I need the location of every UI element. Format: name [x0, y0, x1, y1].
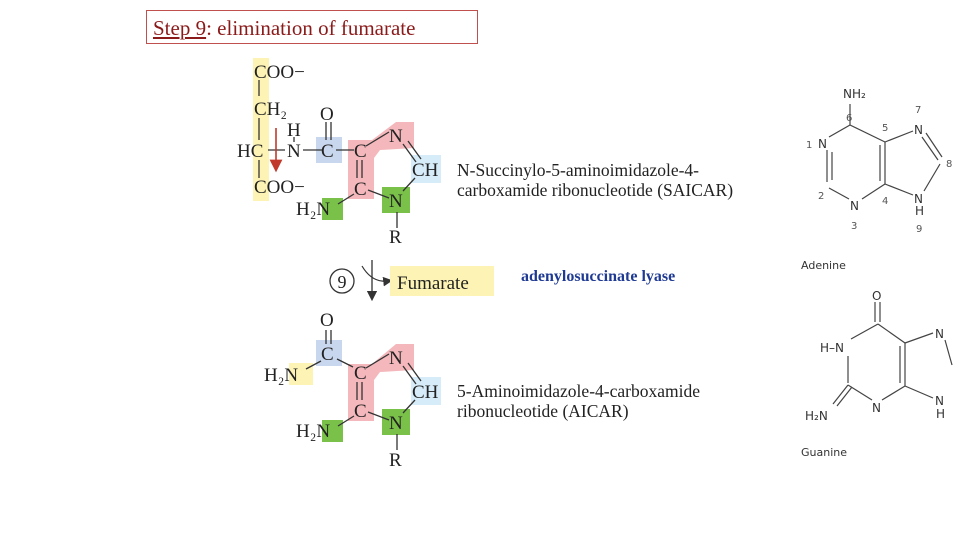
guanine-h2n: H₂N [805, 409, 828, 423]
saicar-r: R [389, 227, 402, 248]
aicar-o: O [320, 310, 334, 331]
aicar-c-ring2: C [354, 401, 367, 422]
reaction-step: 9 Fumarate [329, 260, 494, 302]
aicar-ring-highlight [348, 344, 414, 421]
fumarate-label: Fumarate [397, 273, 469, 294]
adenine-num3: 3 [851, 221, 857, 232]
saicar-ch2: CH₂ [254, 99, 287, 120]
saicar-h2n: H₂N [296, 199, 330, 220]
guanine-nh: N [935, 394, 944, 408]
byproduct-arrow [361, 265, 393, 287]
slide-title: Step 9: elimination of fumarate [146, 10, 478, 44]
adenine-num4: 4 [882, 196, 888, 207]
fumarate-highlight [390, 266, 494, 296]
saicar-o: O [320, 104, 334, 125]
guanine-n-ring: N [872, 401, 881, 415]
saicar-c-ring2: C [354, 179, 367, 200]
step-number: 9 [338, 272, 347, 292]
title-text: : elimination of fumarate [206, 16, 416, 40]
adenine-caption: Adenine [801, 259, 846, 272]
saicar-coo-top: COO− [254, 62, 305, 83]
adenine-num2: 2 [818, 191, 824, 202]
adenine-n9: N [914, 192, 923, 206]
aicar-n-ring-highlight [382, 409, 410, 435]
saicar-n-amide: N [287, 141, 301, 162]
aicar-name-line2: ribonucleotide (AICAR) [457, 401, 629, 421]
saicar-name-line1: N-Succinylo-5-aminoimidazole-4- [457, 160, 699, 180]
enzyme-label: adenylosuccinate lyase [521, 268, 676, 285]
adenine-num7: 7 [915, 105, 921, 116]
aicar-c-carbonyl: C [321, 344, 334, 365]
adenine-num6: 6 [846, 113, 852, 124]
saicar-n-ring2: N [389, 191, 403, 212]
aicar-h2n-amide: H₂N [264, 365, 298, 386]
adenine-num5: 5 [882, 123, 888, 134]
n-ring-highlight [382, 187, 410, 213]
ch-highlight [411, 155, 441, 183]
guanine-hn: H–N [820, 341, 844, 355]
guanine-h-nh: H [936, 407, 945, 421]
saicar-hc: HC [237, 141, 263, 162]
saicar-c-ring1: C [354, 141, 367, 162]
adenine-num9: 9 [916, 224, 922, 235]
step-number-circle [329, 268, 355, 294]
aicar-h2n: H₂N [296, 421, 330, 442]
adenine-num8: 8 [946, 159, 952, 170]
adenine-n1: N [818, 137, 827, 151]
aicar-ch: CH [412, 382, 439, 403]
saicar-h: H [287, 120, 301, 141]
saicar-name-line2: carboxamide ribonucleotide (SAICAR) [457, 180, 733, 200]
adenine-structure: NH₂ N N N N H 1 2 3 4 5 6 7 8 9 [806, 87, 952, 235]
aicar-structure: O C H₂N C N CH C N H₂N R 5-Aminoimidazol… [264, 310, 700, 471]
guanine-caption: Guanine [801, 446, 848, 459]
adenine-num1: 1 [806, 140, 812, 151]
aicar-name-line1: 5-Aminoimidazole-4-carboxamide [457, 381, 700, 401]
guanine-o: O [872, 289, 881, 303]
succinyl-highlight [253, 58, 269, 201]
guanine-structure: O H–N N N N H H₂N [805, 289, 953, 423]
adenine-n7: N [914, 123, 923, 137]
saicar-n-ring1: N [389, 126, 403, 147]
saicar-coo-bottom: COO− [254, 177, 305, 198]
ring-highlight [348, 122, 414, 199]
step-label: Step 9 [153, 16, 207, 40]
aicar-n-ring2: N [389, 413, 403, 434]
saicar-structure: COO− CH₂ H HC N O C C N CH C N COO− H₂N … [237, 58, 733, 248]
saicar-ch: CH [412, 160, 439, 181]
adenine-n3: N [850, 199, 859, 213]
saicar-c-carbonyl: C [321, 141, 334, 162]
aicar-ch-highlight [411, 377, 441, 405]
aicar-c-ring1: C [354, 363, 367, 384]
adenine-h9: H [915, 204, 924, 218]
aicar-r: R [389, 450, 402, 471]
aicar-n-ring1: N [389, 348, 403, 369]
adenine-nh2: NH₂ [843, 87, 866, 101]
guanine-n7: N [935, 327, 944, 341]
